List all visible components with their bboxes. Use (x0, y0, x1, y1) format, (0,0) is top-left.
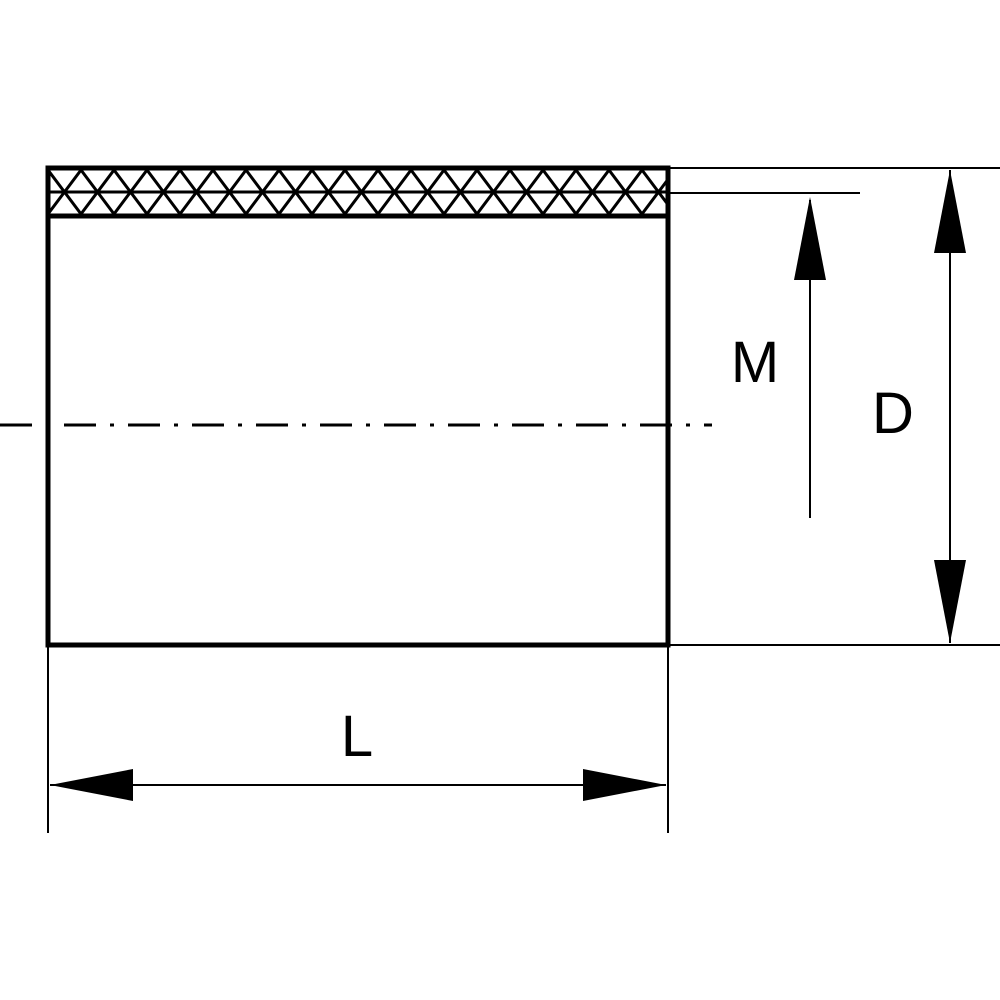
label-m: M (731, 330, 779, 395)
label-d: D (872, 381, 914, 446)
dimension-d (668, 167, 1000, 646)
hatched-band (48, 170, 668, 215)
dimension-m (668, 192, 860, 518)
label-l: L (341, 704, 373, 769)
sleeve-outline (45, 165, 671, 648)
dimension-l (47, 645, 669, 833)
